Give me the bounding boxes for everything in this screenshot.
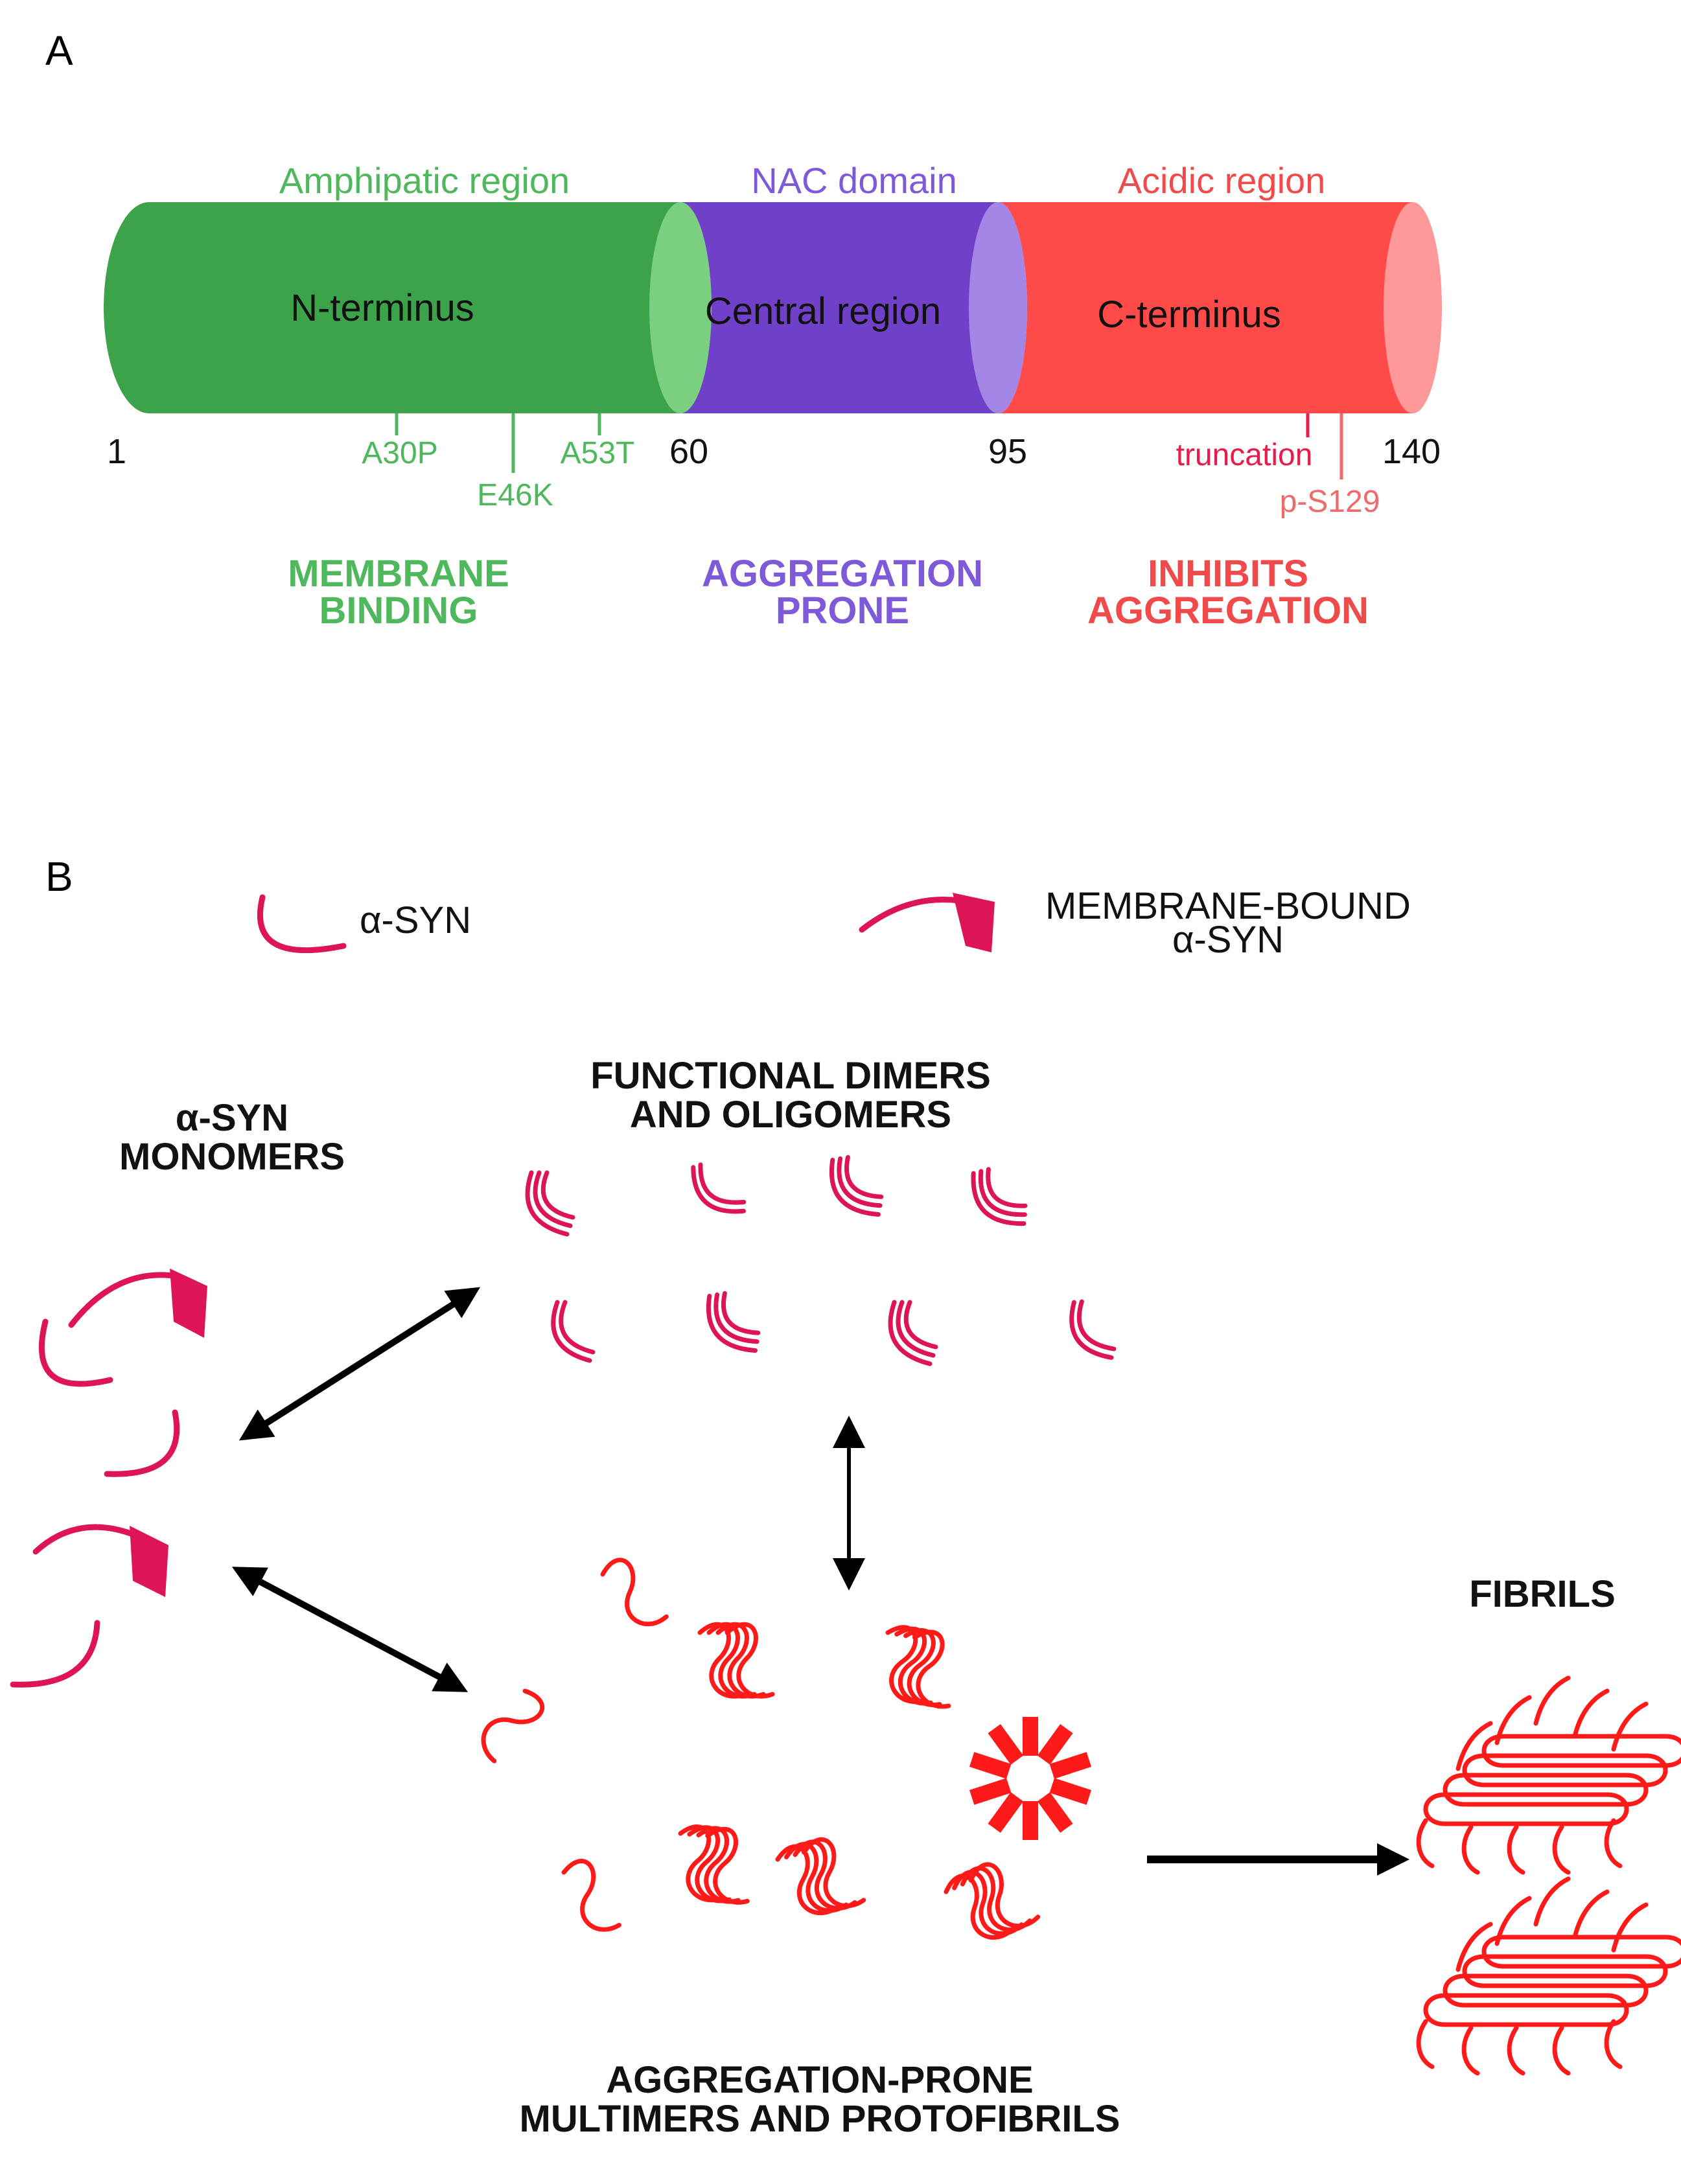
nac-c-boundary (969, 202, 1027, 413)
monomer-membrane-bound (68, 1269, 207, 1338)
asyn-legend-icon (257, 894, 347, 954)
c-terminus-label: C-terminus (1097, 293, 1281, 336)
n-nac-boundary (649, 202, 712, 413)
truncation-label: truncation (1176, 438, 1313, 472)
monomers-title-line2: MONOMERS (119, 1136, 345, 1178)
membrane-binding-line2: BINDING (319, 590, 478, 632)
nac-domain-label: NAC domain (751, 160, 956, 201)
multimer (776, 1833, 864, 1921)
aggregate-cluster (470, 1551, 1092, 1949)
amphipatic-region-label: Amphipatic region (279, 160, 570, 201)
fibril-cluster (1419, 1678, 1681, 2073)
multimer (877, 1624, 961, 1708)
n-terminus-segment (104, 202, 693, 413)
aggregates-title-line1: AGGREGATION-PRONE (606, 2059, 1034, 2101)
functional-oligomer-cluster (527, 1153, 1115, 1364)
c-terminus-segment (998, 202, 1413, 413)
monomer-membrane-bound (32, 1524, 168, 1597)
multimer (600, 1551, 667, 1634)
multimer (470, 1687, 555, 1762)
oligomer (1070, 1299, 1115, 1361)
a53t-label: A53T (561, 436, 635, 470)
residue-140: 140 (1382, 432, 1441, 471)
nac-segment (680, 202, 998, 413)
fibril (1419, 1879, 1681, 2073)
functional-title-line2: AND OLIGOMERS (630, 1094, 951, 1136)
central-region-label: Central region (705, 290, 941, 332)
residue-60: 60 (669, 432, 708, 471)
aggregation-prone-line2: PRONE (776, 590, 909, 632)
panel-a-label: A (45, 27, 73, 74)
monomers-title-line1: α-SYN (176, 1097, 288, 1139)
n-terminus-label: N-terminus (290, 287, 474, 329)
inhibits-aggregation-line1: INHIBITS (1148, 553, 1308, 595)
oligomer (890, 1302, 936, 1364)
aggregates-title-line2: MULTIMERS AND PROTOFIBRILS (520, 2098, 1120, 2140)
a30p-label: A30P (362, 436, 437, 470)
oligomer (527, 1173, 573, 1234)
monomer-free (38, 1318, 113, 1387)
protofibril-ring (969, 1717, 1092, 1840)
p-s129-label: p-S129 (1280, 485, 1380, 519)
fibril (1419, 1678, 1681, 1872)
oligomer (553, 1302, 593, 1361)
aggregation-prone-line1: AGGREGATION (702, 553, 983, 595)
oligomer (690, 1155, 747, 1224)
protein-cylinder (104, 202, 1442, 413)
multimer (943, 1854, 1039, 1949)
residue-1: 1 (107, 432, 126, 471)
oligomer (969, 1162, 1029, 1234)
fibrils-title: FIBRILS (1469, 1573, 1616, 1615)
monomer-oligomer-arrow (238, 1287, 481, 1441)
monomer-aggregate-arrow (231, 1567, 469, 1692)
membrane-bound-label-line1: MEMBRANE-BOUND (1045, 885, 1411, 927)
oligomer (706, 1289, 761, 1357)
monomer-free (104, 1409, 180, 1477)
membrane-binding-line1: MEMBRANE (288, 553, 509, 595)
multimer (675, 1825, 753, 1903)
inhibits-aggregation-line2: AGGREGATION (1087, 590, 1369, 632)
acidic-region-label: Acidic region (1118, 160, 1326, 201)
membrane-bound-legend-icon (859, 893, 995, 952)
e46k-label: E46K (477, 478, 553, 512)
arrows (231, 1287, 1409, 1876)
monomer-cluster (10, 1269, 207, 1688)
monomer-free (10, 1620, 100, 1688)
multimer (562, 1856, 620, 1935)
membrane-bound-label-line2: α-SYN (1172, 919, 1284, 961)
oligomer (829, 1153, 884, 1221)
residue-95: 95 (988, 432, 1027, 471)
c-terminus-cap (1384, 202, 1442, 413)
multimer (700, 1624, 772, 1696)
panel-b-label: B (45, 853, 73, 900)
functional-title-line1: FUNCTIONAL DIMERS (590, 1055, 991, 1097)
asyn-legend-label: α-SYN (360, 899, 471, 941)
